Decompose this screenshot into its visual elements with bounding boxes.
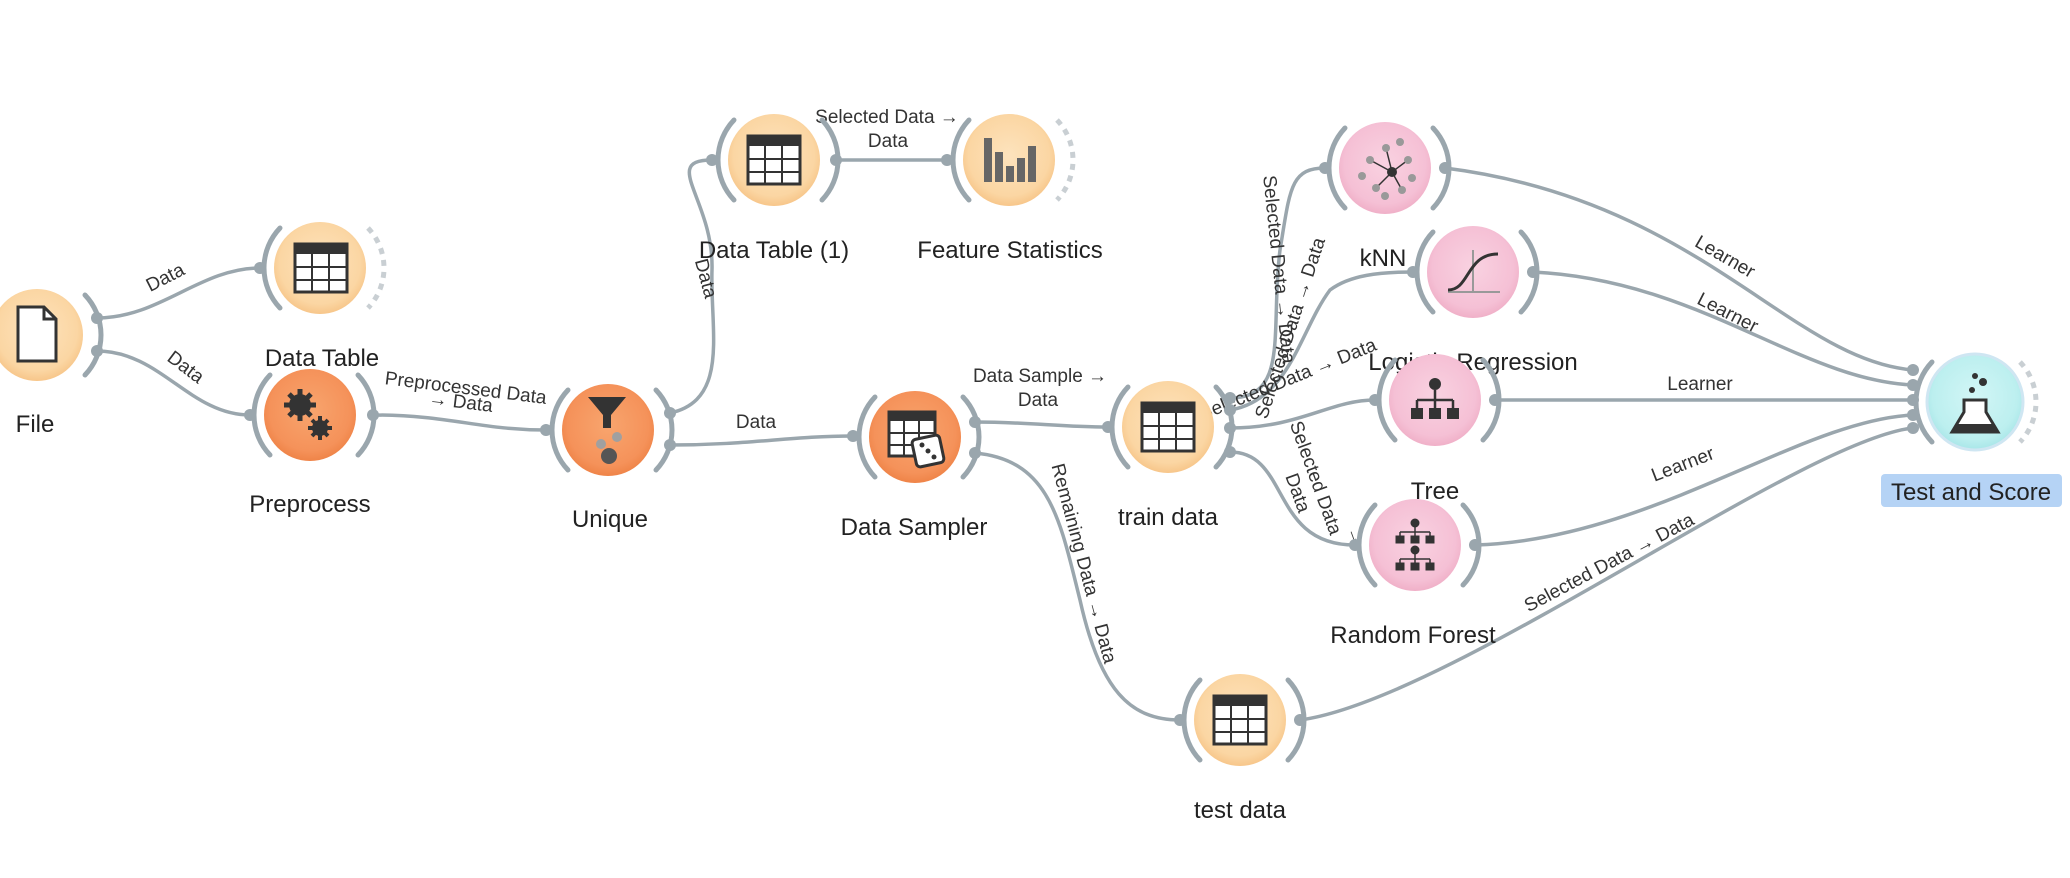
link-train-to-knn[interactable] <box>1229 166 1326 400</box>
link-label-unique-to-data-sampler: Data <box>736 412 777 433</box>
tree-icon <box>1411 378 1459 419</box>
gears-icon <box>284 389 332 440</box>
node-file[interactable]: File <box>0 289 104 438</box>
link-label-data-table-1-to-feature-statistics-1: Selected Data → <box>815 107 959 128</box>
links-layer <box>96 158 1914 722</box>
node-data-table[interactable]: Data Table <box>254 222 387 372</box>
link-label-data-table-1-to-feature-statistics-2: Data <box>868 131 909 152</box>
node-label-data-table-1: Data Table (1) <box>699 237 849 264</box>
node-unique[interactable]: Unique <box>540 384 676 533</box>
link-labels-layer: Data Data Preprocessed Data → Data Data … <box>143 107 1762 666</box>
link-data-sampler-to-train[interactable] <box>974 420 1109 429</box>
funnel-icon <box>588 397 626 464</box>
link-train-to-tree[interactable] <box>1229 398 1376 430</box>
node-feature-statistics[interactable]: Feature Statistics <box>917 114 1103 264</box>
node-label-file: File <box>16 411 55 438</box>
node-knn[interactable]: kNN <box>1319 122 1452 272</box>
node-label-data-table: Data Table <box>265 345 379 372</box>
node-preprocess[interactable]: Preprocess <box>244 369 379 518</box>
link-label-data-sampler-to-train-1: Data Sample → <box>973 366 1107 387</box>
link-knn-to-test-and-score[interactable] <box>1444 166 1914 372</box>
node-train-data[interactable]: train data <box>1102 381 1236 531</box>
link-unique-to-data-sampler[interactable] <box>669 434 854 447</box>
link-label-file-to-preprocess: Data <box>163 347 208 388</box>
link-file-to-data-table[interactable] <box>96 266 261 320</box>
node-data-table-1[interactable]: Data Table (1) <box>699 114 849 264</box>
node-label-test-and-score: Test and Score <box>1891 479 2051 506</box>
node-label-test-data: test data <box>1194 797 1287 824</box>
link-unique-to-data-table-1[interactable] <box>669 158 716 415</box>
link-label-test-data-to-test-and-score: Selected Data → Data <box>1521 509 1698 616</box>
file-icon <box>16 305 58 363</box>
node-tree[interactable]: Tree <box>1369 354 1502 505</box>
link-logreg-to-test-and-score[interactable] <box>1532 270 1914 387</box>
link-train-to-random-forest[interactable] <box>1229 450 1356 547</box>
link-test-data-to-test-and-score[interactable] <box>1299 426 1914 722</box>
forest-icon <box>1395 518 1435 571</box>
node-label-unique: Unique <box>572 506 648 533</box>
link-random-forest-to-test-and-score[interactable] <box>1474 413 1914 547</box>
link-data-sampler-to-test[interactable] <box>974 451 1181 722</box>
link-train-to-logreg[interactable] <box>1229 270 1414 412</box>
table-icon <box>1212 694 1268 746</box>
node-data-sampler[interactable]: Data Sampler <box>841 391 988 541</box>
node-label-feature-statistics: Feature Statistics <box>917 237 1102 264</box>
table-icon <box>293 242 349 294</box>
node-label-random-forest: Random Forest <box>1330 622 1496 649</box>
sigmoid-icon <box>1447 250 1500 293</box>
link-label-random-forest-to-test-and-score: Learner <box>1649 443 1718 486</box>
flask-icon <box>1949 373 2001 434</box>
bar-chart-icon <box>984 138 1036 182</box>
link-label-data-sampler-to-test: Remaining Data → Data <box>1047 461 1121 666</box>
node-test-and-score[interactable]: Test and Score <box>1881 352 2062 507</box>
selection-highlight <box>1881 474 2062 507</box>
table-icon <box>1140 401 1196 453</box>
node-label-data-sampler: Data Sampler <box>841 514 988 541</box>
node-random-forest[interactable]: Random Forest <box>1330 499 1496 649</box>
node-logistic-regression[interactable]: Logistic Regression <box>1368 226 1578 376</box>
link-preprocess-to-unique[interactable] <box>372 413 547 432</box>
link-label-tree-to-test-and-score: Learner <box>1667 374 1733 395</box>
table-icon <box>746 134 802 186</box>
link-file-to-preprocess[interactable] <box>96 349 251 417</box>
dice-table-icon <box>887 410 946 469</box>
node-label-knn: kNN <box>1360 245 1407 272</box>
node-label-preprocess: Preprocess <box>249 491 370 518</box>
network-icon <box>1358 138 1416 200</box>
link-label-data-sampler-to-train-2: Data <box>1018 390 1059 411</box>
node-label-train-data: train data <box>1118 504 1219 531</box>
node-test-data[interactable]: test data <box>1174 674 1307 824</box>
